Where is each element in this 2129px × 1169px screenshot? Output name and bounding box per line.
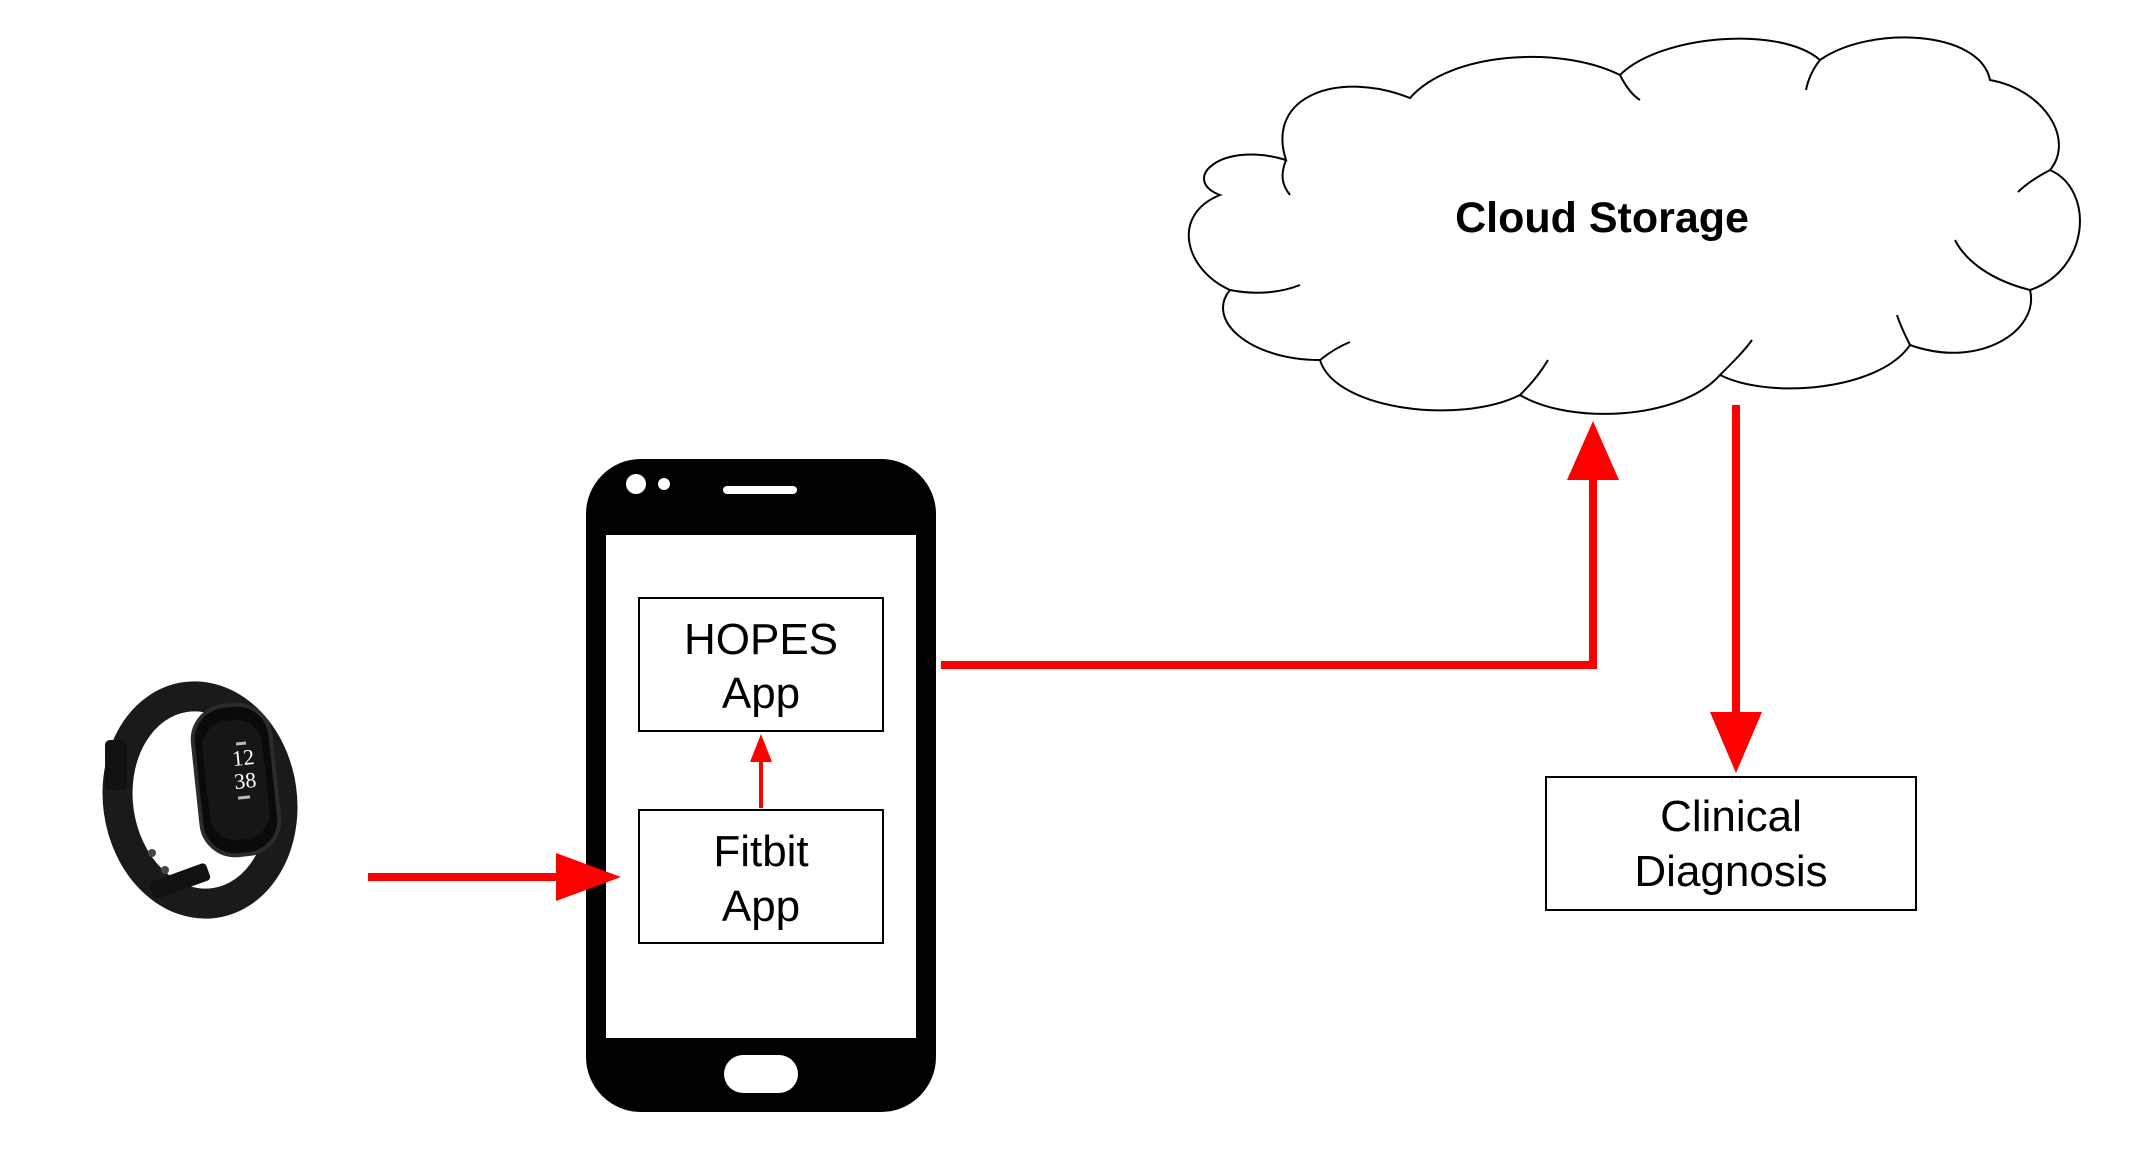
edge-fitbit-to-hopes (750, 734, 772, 808)
fitbit-app-label-line1: Fitbit (713, 827, 808, 876)
phone-camera (626, 474, 646, 494)
arrowhead (556, 853, 621, 901)
hopes-app-label-line2: App (722, 669, 800, 718)
clinical-diagnosis-label-line1: Clinical (1660, 792, 1802, 841)
arrowhead (750, 734, 772, 762)
clinical-diagnosis-box: Clinical Diagnosis (1545, 776, 1917, 911)
fitbit-app-label-line2: App (722, 882, 800, 931)
cloud-storage-shape: Cloud Storage (1187, 36, 2081, 415)
phone-sensor (658, 478, 670, 490)
clinical-diagnosis-label-line2: Diagnosis (1634, 847, 1827, 896)
edge-cloud-to-diagnosis (1710, 405, 1762, 773)
arrowhead (1567, 421, 1619, 480)
fitbit-app-box: Fitbit App (638, 809, 884, 944)
phone-speaker (723, 486, 797, 494)
arrowhead (1710, 712, 1762, 773)
cloud-storage-label: Cloud Storage (1455, 194, 1749, 242)
hopes-app-label-line1: HOPES (684, 615, 838, 664)
edge-phone-to-cloud (941, 421, 1619, 669)
phone-home-button (724, 1055, 798, 1093)
tracker-hour: 12 (231, 744, 255, 771)
tracker-minute: 38 (233, 767, 257, 794)
hopes-app-box: HOPES App (638, 597, 884, 732)
fitness-tracker-icon: 12 38 (102, 681, 298, 919)
edge-tracker-to-fitbit (368, 853, 621, 901)
